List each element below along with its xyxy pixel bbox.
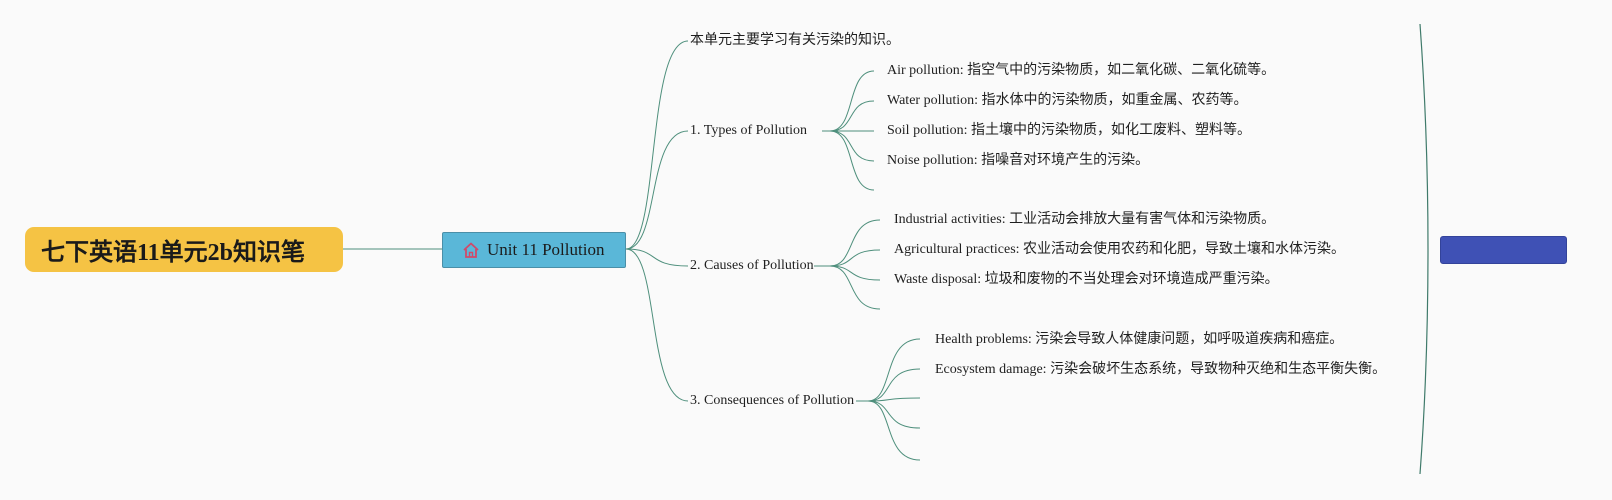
root-topic-label: 七下英语11单元2b知识笔 bbox=[41, 240, 306, 266]
connector-unit-types bbox=[625, 130, 689, 250]
branch-item[interactable]: Waste disposal: 垃圾和废物的不当处理会对环境造成严重污染。 bbox=[894, 272, 1279, 287]
connector-unit-consequences bbox=[625, 248, 689, 402]
branch-item[interactable]: Water pollution: 指水体中的污染物质，如重金属、农药等。 bbox=[887, 93, 1248, 108]
connector-unit-causes bbox=[625, 248, 689, 267]
summary-box[interactable] bbox=[1440, 236, 1567, 264]
branch-causes-of-pollution[interactable]: 2. Causes of Pollution bbox=[690, 258, 814, 273]
branch-item[interactable]: Air pollution: 指空气中的污染物质，如二氧化碳、二氧化硫等。 bbox=[887, 63, 1276, 78]
branch-item[interactable]: Agricultural practices: 农业活动会使用农药和化肥，导致土… bbox=[894, 242, 1346, 257]
central-topic-label: Unit 11 Pollution bbox=[487, 240, 605, 259]
branch-types-of-pollution[interactable]: 1. Types of Pollution bbox=[690, 123, 807, 138]
branch-item[interactable]: Industrial activities: 工业活动会排放大量有害气体和污染物… bbox=[894, 212, 1276, 227]
branch-item[interactable]: Noise pollution: 指噪音对环境产生的污染。 bbox=[887, 153, 1150, 168]
central-topic-unit[interactable]: Unit 11 Pollution bbox=[442, 232, 626, 268]
intro-node[interactable]: 本单元主要学习有关污染的知识。 bbox=[690, 33, 900, 48]
branch-item[interactable]: Soil pollution: 指土壤中的污染物质，如化工废料、塑料等。 bbox=[887, 123, 1252, 138]
home-icon bbox=[463, 242, 479, 258]
summary-bracket bbox=[1419, 23, 1429, 475]
branch-item[interactable]: Health problems: 污染会导致人体健康问题，如呼吸道疾病和癌症。 bbox=[935, 332, 1344, 347]
connector-unit-intro bbox=[625, 40, 689, 250]
branch-item[interactable]: Ecosystem damage: 污染会破坏生态系统，导致物种灭绝和生态平衡失… bbox=[935, 362, 1387, 377]
branch-consequences-of-pollution[interactable]: 3. Consequences of Pollution bbox=[690, 393, 855, 408]
root-topic[interactable]: 七下英语11单元2b知识笔 bbox=[25, 227, 343, 272]
